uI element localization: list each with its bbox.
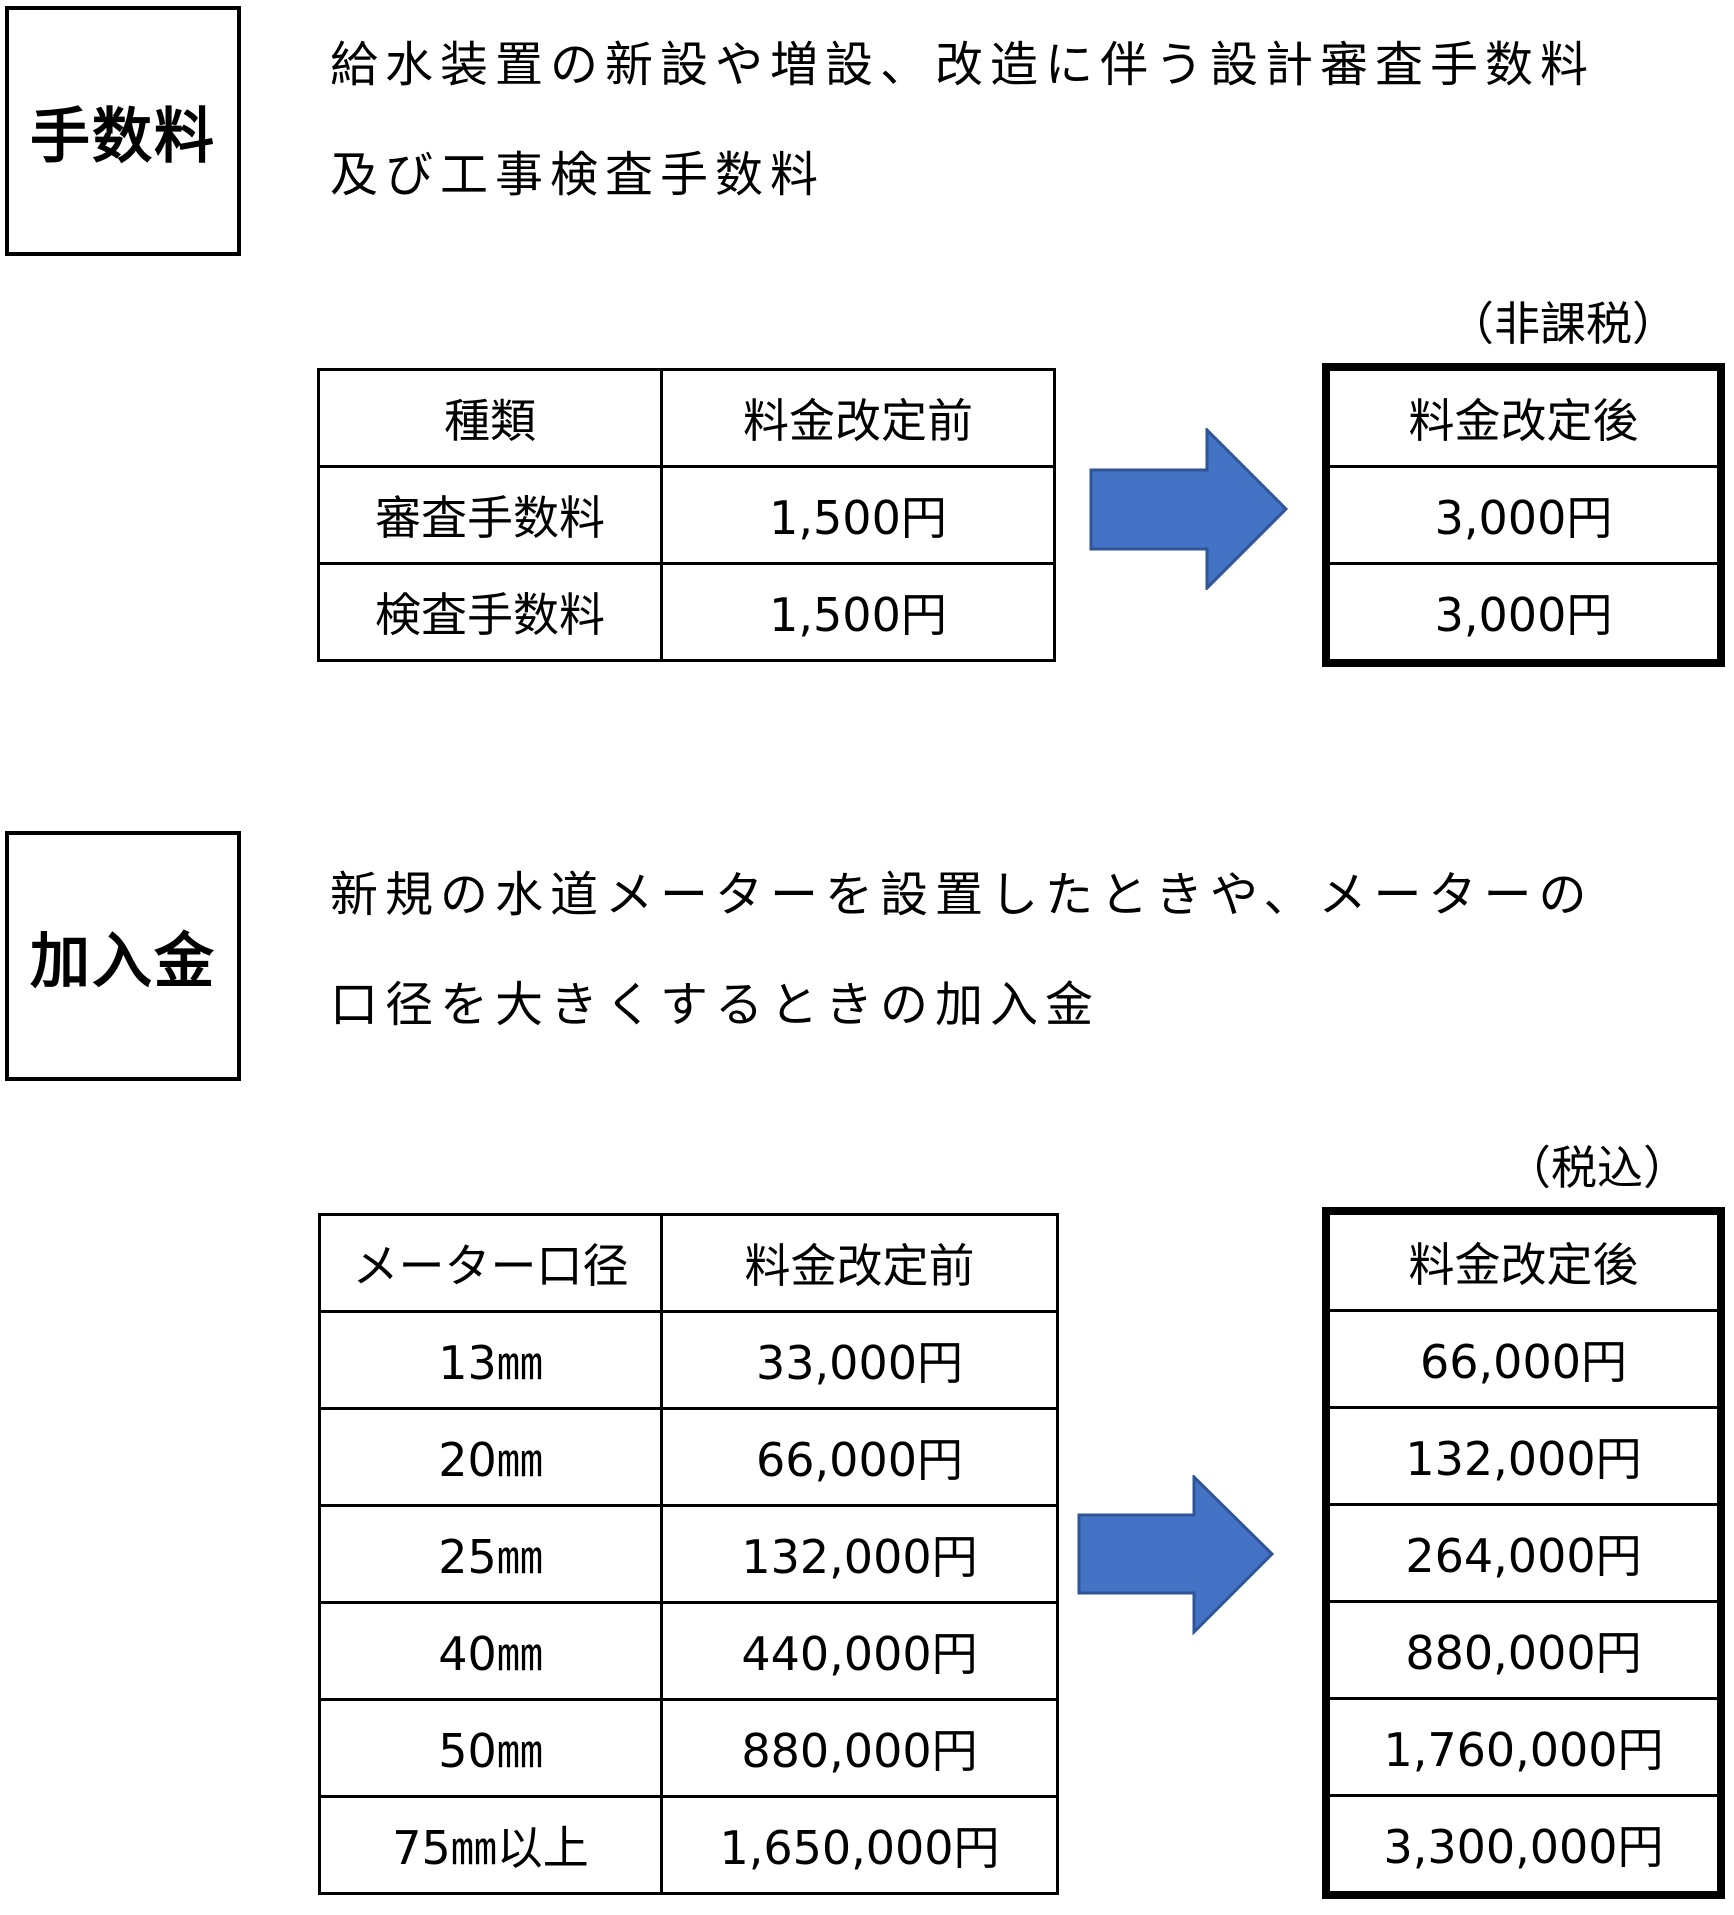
section-label-text: 加入金 [30, 926, 216, 997]
connection-fee-before-table: メーター口径 料金改定前 13㎜ 33,000円 20㎜ 66,000円 25㎜… [318, 1213, 1059, 1895]
column-header: 料金改定前 [660, 368, 1056, 468]
fee-type-cell: 審査手数料 [317, 465, 663, 565]
fee-type-cell: 検査手数料 [317, 562, 663, 662]
fee-after-cell: 3,300,000円 [1326, 1794, 1721, 1895]
meter-size-cell: 25㎜ [318, 1504, 663, 1604]
description-line: 給水装置の新設や増設、改造に伴う設計審査手数料 [330, 37, 1596, 93]
column-header: 料金改定後 [1326, 1211, 1721, 1312]
fee-after-cell: 3,000円 [1326, 562, 1721, 663]
section-description-connection-fee: 新規の水道メーターを設置したときや、メーターの 口径を大きくするときの加入金 [330, 840, 1594, 1060]
table-row: 75㎜以上 1,650,000円 [318, 1795, 1059, 1895]
table-row: 検査手数料 1,500円 [317, 562, 1056, 662]
fee-after-cell: 264,000円 [1326, 1503, 1721, 1603]
tax-note-nontaxable: （非課税） [1448, 297, 1678, 351]
fee-before-cell: 440,000円 [660, 1601, 1059, 1701]
table-row: 3,000円 [1326, 562, 1721, 663]
table-header-row: メーター口径 料金改定前 [318, 1213, 1059, 1313]
table-row: 3,300,000円 [1326, 1794, 1721, 1895]
meter-size-cell: 50㎜ [318, 1698, 663, 1798]
section-label-text: 手数料 [30, 101, 216, 172]
table-row: 40㎜ 440,000円 [318, 1601, 1059, 1701]
fees-before-table: 種類 料金改定前 審査手数料 1,500円 検査手数料 1,500円 [317, 368, 1056, 662]
fee-before-cell: 33,000円 [660, 1310, 1059, 1410]
section-label-fees: 手数料 [5, 6, 241, 256]
fee-before-cell: 1,500円 [660, 465, 1056, 565]
column-header: 種類 [317, 368, 663, 468]
section-label-connection-fee: 加入金 [5, 831, 241, 1081]
column-header: 料金改定前 [660, 1213, 1059, 1313]
table-header-row: 種類 料金改定前 [317, 368, 1056, 468]
fee-after-cell: 880,000円 [1326, 1600, 1721, 1700]
table-row: 132,000円 [1326, 1406, 1721, 1506]
table-row: 50㎜ 880,000円 [318, 1698, 1059, 1798]
fee-before-cell: 1,500円 [660, 562, 1056, 662]
fee-before-cell: 880,000円 [660, 1698, 1059, 1798]
description-line: 口径を大きくするときの加入金 [330, 977, 1101, 1033]
fee-before-cell: 1,650,000円 [660, 1795, 1059, 1895]
fee-after-cell: 1,760,000円 [1326, 1697, 1721, 1797]
table-row: 66,000円 [1326, 1309, 1721, 1409]
meter-size-cell: 40㎜ [318, 1601, 663, 1701]
table-row: 審査手数料 1,500円 [317, 465, 1056, 565]
fee-after-cell: 3,000円 [1326, 465, 1721, 565]
fee-before-cell: 132,000円 [660, 1504, 1059, 1604]
right-arrow-icon [1077, 1475, 1275, 1635]
fees-after-table: 料金改定後 3,000円 3,000円 [1322, 363, 1725, 667]
table-header-row: 料金改定後 [1326, 367, 1721, 468]
table-row: 13㎜ 33,000円 [318, 1310, 1059, 1410]
table-row: 3,000円 [1326, 465, 1721, 565]
meter-size-cell: 20㎜ [318, 1407, 663, 1507]
table-row: 880,000円 [1326, 1600, 1721, 1700]
connection-fee-after-table: 料金改定後 66,000円 132,000円 264,000円 880,000円… [1322, 1207, 1725, 1899]
column-header: メーター口径 [318, 1213, 663, 1313]
tax-note-tax-included: （税込） [1505, 1141, 1689, 1195]
description-line: 新規の水道メーターを設置したときや、メーターの [330, 867, 1594, 923]
meter-size-cell: 75㎜以上 [318, 1795, 663, 1895]
column-header: 料金改定後 [1326, 367, 1721, 468]
description-line: 及び工事検査手数料 [330, 147, 826, 203]
table-header-row: 料金改定後 [1326, 1211, 1721, 1312]
table-row: 25㎜ 132,000円 [318, 1504, 1059, 1604]
table-row: 20㎜ 66,000円 [318, 1407, 1059, 1507]
table-row: 264,000円 [1326, 1503, 1721, 1603]
table-row: 1,760,000円 [1326, 1697, 1721, 1797]
fee-after-cell: 132,000円 [1326, 1406, 1721, 1506]
fee-before-cell: 66,000円 [660, 1407, 1059, 1507]
fee-after-cell: 66,000円 [1326, 1309, 1721, 1409]
section-description-fees: 給水装置の新設や増設、改造に伴う設計審査手数料 及び工事検査手数料 [330, 10, 1595, 230]
meter-size-cell: 13㎜ [318, 1310, 663, 1410]
right-arrow-icon [1089, 428, 1289, 590]
